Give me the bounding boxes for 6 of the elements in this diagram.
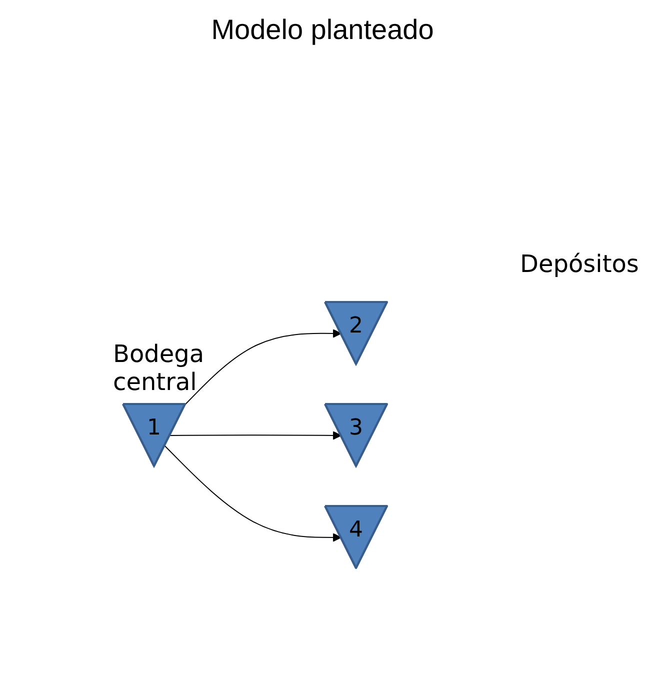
arrow	[170, 431, 342, 440]
arrow	[164, 445, 342, 542]
diagram-title: Modelo planteado	[210, 14, 435, 46]
arrow	[184, 329, 342, 405]
group-label: Depósitos	[520, 250, 639, 278]
node-caption: Bodega central	[113, 340, 206, 396]
